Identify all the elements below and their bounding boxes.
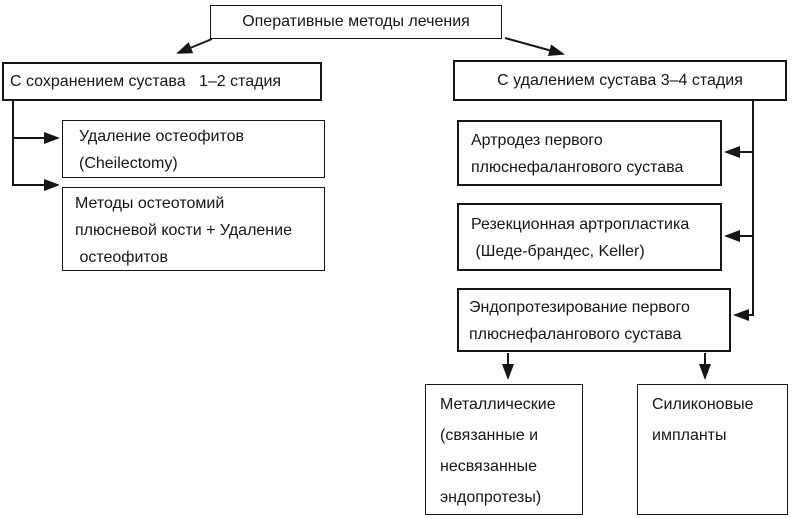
node-left-branch-header: С сохранением сустава 1–2 стадия (2, 62, 322, 101)
node-osteophyte-removal: Удаление остеофитов (Cheilectomy) (62, 120, 325, 178)
arrow-title-to-left-header (176, 38, 213, 54)
arrow-title-to-right-header (504, 37, 565, 57)
node-silicone-implants: Силиконовые импланты (637, 384, 788, 515)
node-right-branch-header: С удалением сустава 3–4 стадия (453, 60, 787, 101)
node-arthrodesis: Артродез первого плюснефалангового суста… (457, 120, 722, 186)
node-endoprosthetics: Эндопротезирование первого плюснефаланго… (457, 288, 731, 352)
node-resection-arthroplasty: Резекционная артропластика (Шеде-брандес… (457, 203, 722, 271)
node-metal-implants: Металлические (связанные и несвязанные э… (425, 384, 583, 515)
node-osteotomy-methods: Методы остеотомий плюсневой кости + Удал… (62, 187, 325, 271)
node-title: Оперативные методы лечения (210, 5, 502, 39)
